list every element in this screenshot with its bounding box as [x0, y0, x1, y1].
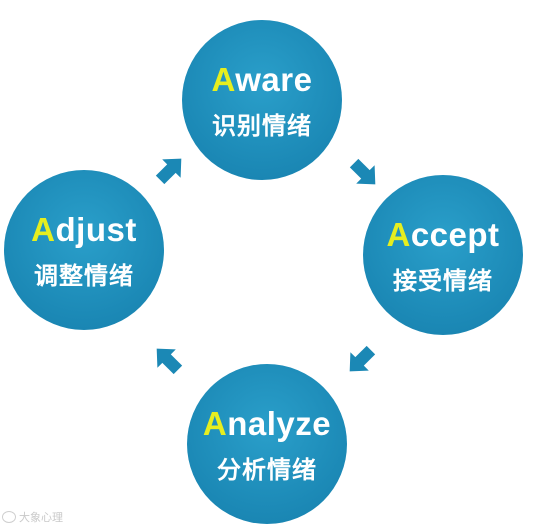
node-accept-title: Accept	[386, 218, 499, 251]
node-analyze-label: 分析情绪	[217, 455, 317, 484]
node-adjust-title: Adjust	[31, 213, 137, 246]
node-analyze-title: Analyze	[203, 407, 331, 440]
arrow-aware-to-accept	[349, 158, 376, 185]
weibo-logo-icon	[2, 511, 16, 523]
node-adjust-label: 调整情绪	[34, 261, 134, 290]
node-aware-title: Aware	[212, 63, 313, 96]
arrow-accept-to-analyze	[349, 345, 376, 372]
node-aware-initial: A	[211, 60, 236, 98]
node-analyze-rest: nalyze	[227, 404, 332, 442]
node-aware-rest: ware	[235, 60, 313, 98]
arrow-adjust-to-aware	[155, 158, 182, 185]
node-aware-label: 识别情绪	[212, 111, 312, 140]
watermark: 大象心理	[2, 509, 63, 525]
watermark-text: 大象心理	[19, 511, 63, 524]
node-accept: Accept 接受情绪	[363, 175, 523, 335]
node-aware: Aware 识别情绪	[182, 20, 342, 180]
node-accept-initial: A	[386, 215, 411, 253]
node-adjust: Adjust 调整情绪	[4, 170, 164, 330]
node-accept-rest: ccept	[410, 215, 500, 253]
node-analyze: Analyze 分析情绪	[187, 364, 347, 524]
node-adjust-rest: djust	[55, 210, 137, 248]
node-analyze-initial: A	[202, 404, 228, 442]
node-accept-label: 接受情绪	[393, 266, 493, 295]
node-adjust-initial: A	[31, 210, 56, 248]
arrow-analyze-to-adjust	[156, 348, 183, 375]
